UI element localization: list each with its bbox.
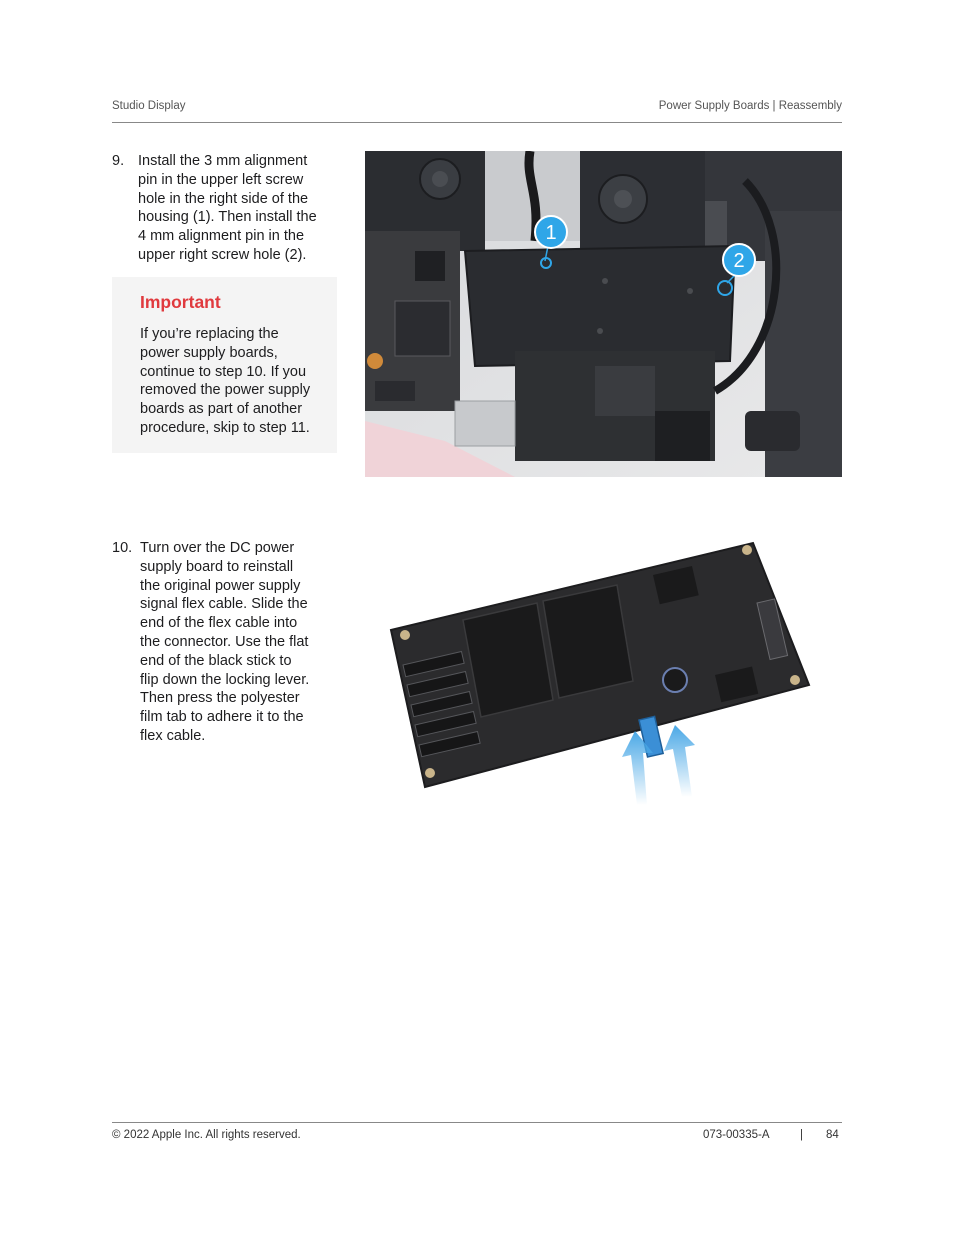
header-doc-title: Studio Display: [112, 100, 186, 112]
step-9: 9. Install the 3 mm alignment pin in the…: [112, 152, 337, 272]
important-title: Important: [140, 292, 221, 312]
step-text: Turn over the DC power supply board to r…: [140, 539, 309, 746]
step-line: end of the flex cable into: [140, 615, 298, 632]
step-line: flex cable.: [140, 727, 206, 744]
callout-2-label: 2: [733, 250, 744, 272]
step-line: end of the black stick to: [140, 652, 292, 669]
step-line: the connector. Use the flat: [140, 633, 309, 650]
step-line: upper right screw hole (2).: [138, 246, 307, 263]
step-line: flip down the locking lever.: [140, 671, 310, 688]
footer-divider: [112, 1122, 842, 1123]
important-line: removed the power supply: [140, 382, 311, 399]
alignment-pin-1-marker: [540, 257, 552, 269]
important-note: Important If you’re replacing the power …: [112, 277, 337, 453]
important-line: boards as part of another: [140, 401, 303, 418]
callout-1-badge: [534, 215, 568, 249]
step-line: film tab to adhere it to the: [140, 709, 304, 726]
footer-page-number: 84: [826, 1129, 839, 1141]
step-line: 4 mm alignment pin in the: [138, 228, 305, 245]
header-divider: [112, 122, 842, 123]
arrow-up-icon: [664, 725, 695, 797]
step-line: signal flex cable. Slide the: [140, 596, 308, 613]
step-line: Turn over the DC power: [140, 540, 295, 556]
important-line: power supply boards,: [140, 344, 278, 361]
step-line: housing (1). Then install the: [138, 209, 317, 226]
power-board-photo: [385, 535, 815, 810]
header-section-title: Power Supply Boards | Reassembly: [658, 100, 842, 112]
important-line: continue to step 10. If you: [140, 363, 307, 380]
footer-copyright: © 2022 Apple Inc. All rights reserved.: [112, 1129, 301, 1141]
signal-flex-cable: [638, 715, 665, 758]
housing-photo: 1 2: [365, 151, 842, 477]
step-line: the original power supply: [140, 577, 301, 594]
step-line: pin in the upper left screw: [138, 171, 304, 188]
callout-1-label: 1: [545, 222, 556, 244]
step-number: 10.: [112, 540, 133, 556]
important-line: procedure, skip to step 11.: [140, 419, 310, 436]
important-text: If you’re replacing the power supply boa…: [140, 325, 330, 438]
footer-doc-code: 073-00335-A: [703, 1129, 770, 1141]
footer-separator: |: [800, 1129, 803, 1141]
housing-illustration: 1 2: [365, 151, 842, 477]
step-10: 10. Turn over the DC power supply board …: [112, 539, 337, 749]
alignment-pin-2-marker: [717, 280, 733, 296]
step-line: Install the 3 mm alignment: [138, 153, 308, 169]
step-line: Then press the polyester: [140, 690, 300, 707]
callout-2-badge: [722, 243, 756, 277]
arrow-up-icon: [622, 731, 653, 805]
important-line: If you’re replacing the: [140, 326, 279, 342]
step-text: Install the 3 mm alignment pin in the up…: [138, 152, 317, 265]
step-line: hole in the right side of the: [138, 190, 309, 207]
step-line: supply board to reinstall: [140, 558, 294, 575]
step-number: 9.: [112, 153, 125, 169]
power-board-illustration: [389, 541, 811, 805]
